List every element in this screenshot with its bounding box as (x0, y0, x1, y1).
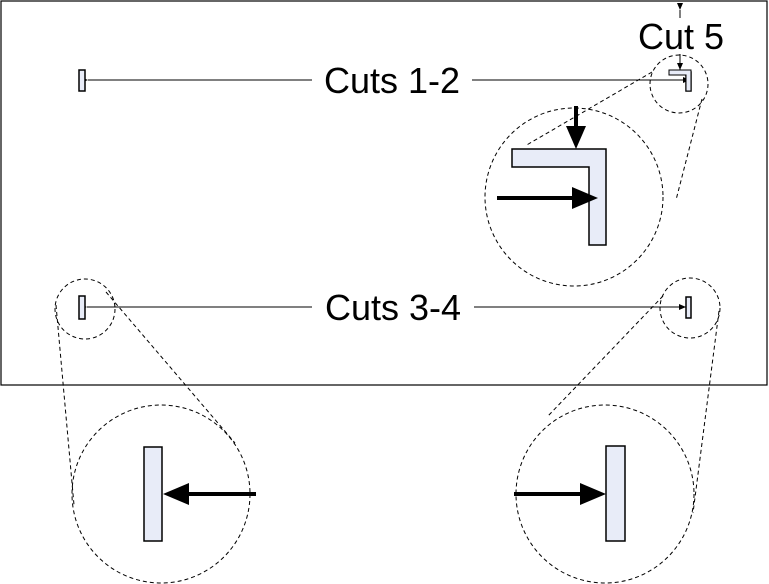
cut-5-label-bg (628, 18, 734, 54)
zoom-connector-line (675, 98, 703, 201)
cut-4-piece-detail (605, 445, 626, 542)
zoom-detail-circle-top-right (484, 107, 664, 287)
down-arrow-head (566, 126, 586, 149)
zoom-connector-line (524, 71, 653, 147)
zoom-connector-line (55, 304, 75, 506)
zoom-source-circle-left (54, 278, 116, 340)
cut-3-slot (78, 295, 86, 320)
cut-4-slot (685, 296, 692, 319)
zoom-source-circle-right (659, 277, 721, 339)
left-arrow-head (163, 483, 189, 505)
cuts-1-2-label: Cuts 1-2 (324, 60, 460, 101)
cut-3-piece-detail (143, 446, 163, 542)
cuts-3-4-label: Cuts 3-4 (325, 287, 461, 328)
zoom-connector-line (692, 310, 720, 514)
right-arrow-head (580, 483, 606, 505)
corner-piece-detail (511, 148, 607, 246)
zoom-source-circle-top-right (649, 54, 709, 114)
zoom-connector-line (105, 291, 236, 444)
right-arrow-head (572, 187, 598, 209)
cut-5-corner-slot (668, 69, 692, 92)
zoom-detail-circle-right (515, 404, 695, 584)
cuts-1-2-label-bg (312, 58, 472, 100)
cuts-3-4-label-bg (312, 285, 474, 327)
cut-5-label: Cut 5 (638, 16, 724, 57)
cut-1-slot (78, 69, 86, 92)
